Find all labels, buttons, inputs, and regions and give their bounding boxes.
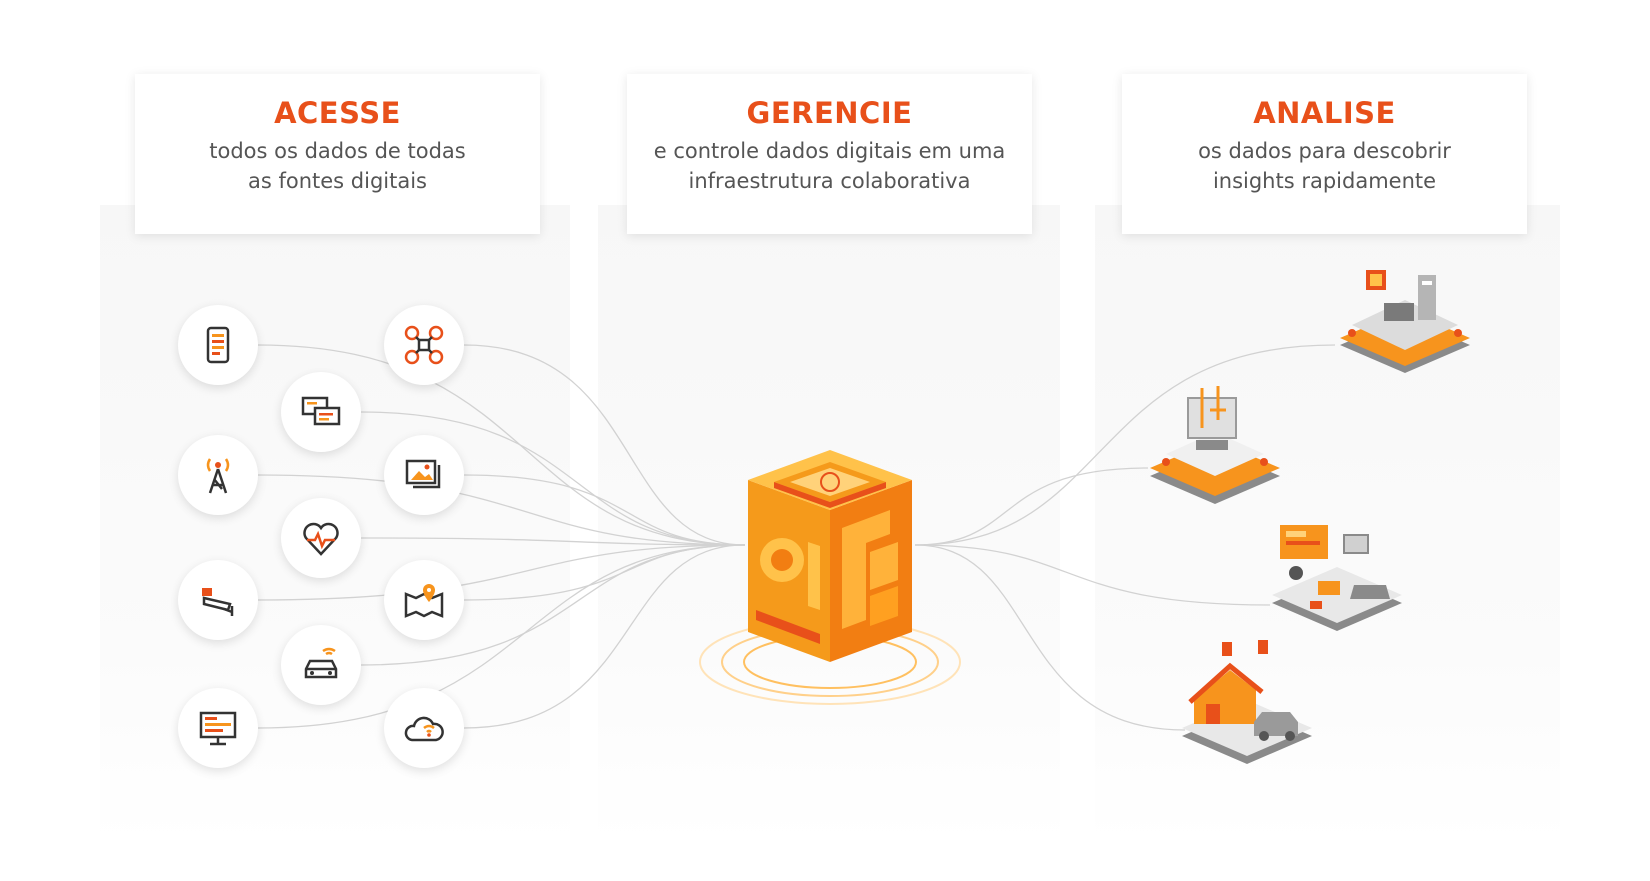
chat-messages-icon	[301, 396, 341, 426]
source-connected-car	[281, 625, 361, 705]
source-connector-1	[463, 344, 746, 546]
output-connector-1	[914, 467, 1149, 546]
analyze-card: ANALISE os dados para descobrir insights…	[1122, 74, 1527, 234]
analytics-office-icon	[1272, 525, 1402, 631]
map-pin-icon	[404, 584, 444, 618]
source-smartphone	[178, 305, 258, 385]
output-connector-3	[914, 544, 1186, 731]
smartphone-icon	[206, 326, 230, 364]
output-analytics-office	[1262, 515, 1412, 645]
security-camera-icon	[202, 588, 234, 616]
smart-factory-icon	[1340, 270, 1470, 373]
source-security-camera	[178, 560, 258, 640]
source-heart-pulse	[281, 498, 361, 578]
source-map-pin	[384, 560, 464, 640]
radio-tower-icon	[206, 458, 230, 494]
source-drone	[384, 305, 464, 385]
connected-car-icon	[304, 647, 338, 679]
output-smart-home	[1172, 640, 1322, 770]
source-connector-2	[360, 411, 746, 546]
source-chat	[281, 372, 361, 452]
source-connector-5	[360, 537, 746, 546]
source-connector-4	[463, 474, 746, 546]
manage-card: GERENCIE e controle dados digitais em um…	[627, 74, 1032, 234]
source-connector-8	[360, 544, 746, 666]
source-monitor	[178, 688, 258, 768]
drone-icon	[404, 325, 444, 365]
output-smart-factory	[1330, 255, 1480, 385]
source-connector-9	[257, 544, 746, 729]
data-cube-icon	[699, 450, 961, 705]
smart-home-icon	[1182, 640, 1312, 764]
manage-subtitle: e controle dados digitais em uma infraes…	[653, 139, 1006, 193]
central-data-hub	[690, 430, 970, 720]
manage-title: GERENCIE	[746, 96, 913, 130]
output-connector-0	[914, 344, 1336, 546]
access-card: ACESSE todos os dados de todas as fontes…	[135, 74, 540, 234]
source-connector-3	[257, 474, 746, 546]
heart-pulse-icon	[303, 522, 339, 556]
source-connector-10	[463, 544, 746, 729]
smart-lab-icon	[1150, 386, 1280, 504]
source-radio-tower	[178, 435, 258, 515]
source-connector-6	[257, 544, 746, 601]
monitor-dashboard-icon	[199, 711, 237, 746]
access-title: ACESSE	[274, 96, 401, 130]
analyze-title: ANALISE	[1253, 96, 1396, 130]
image-gallery-icon	[405, 459, 441, 489]
wifi-cloud-icon	[404, 716, 444, 742]
output-connector-2	[914, 544, 1271, 606]
output-smart-lab	[1140, 380, 1290, 510]
access-subtitle: todos os dados de todas as fontes digita…	[209, 139, 466, 193]
source-wifi-cloud	[384, 688, 464, 768]
source-gallery	[384, 435, 464, 515]
analyze-subtitle: os dados para descobrir insights rapidam…	[1198, 139, 1451, 193]
